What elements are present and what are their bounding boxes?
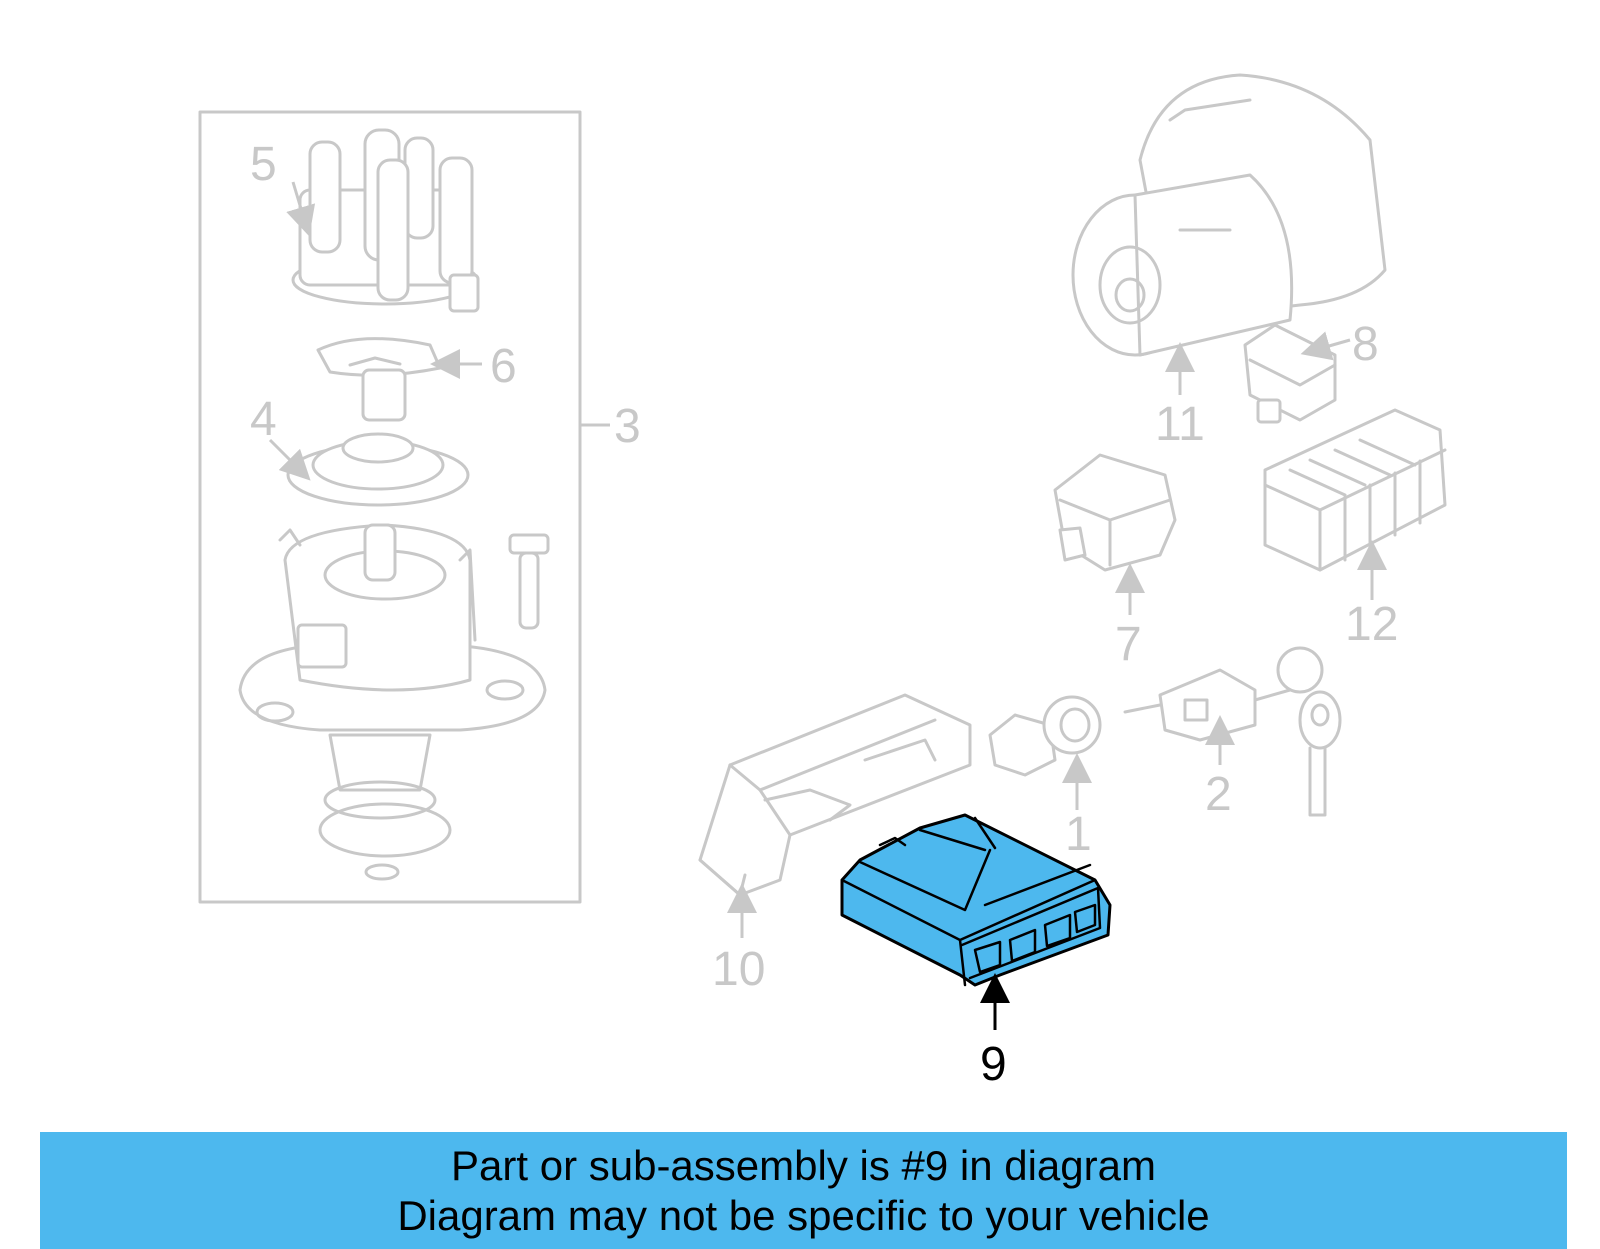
relay-block-12-drawing <box>1263 408 1447 572</box>
callout-9: 9 <box>980 1038 1007 1091</box>
lock-cylinder-2-drawing <box>1123 646 1342 817</box>
distributor-assembly-group <box>198 110 610 904</box>
caption-bar: Part or sub-assembly is #9 in diagram Di… <box>40 1132 1567 1249</box>
caption-line-1: Part or sub-assembly is #9 in diagram <box>451 1141 1156 1189</box>
caption-line-2: Diagram may not be specific to your vehi… <box>397 1191 1210 1239</box>
rotor-drawing <box>316 337 442 422</box>
callout-4: 4 <box>250 393 277 446</box>
dust-shield-drawing <box>286 432 470 507</box>
relay-7-drawing <box>1053 453 1177 572</box>
callout-5: 5 <box>250 138 277 191</box>
callout-8: 8 <box>1352 318 1379 371</box>
callout-2: 2 <box>1205 768 1232 821</box>
callout-12: 12 <box>1345 598 1398 651</box>
callout-1: 1 <box>1065 808 1092 861</box>
starter-motor-drawing <box>1071 73 1387 357</box>
leader-line-4 <box>268 438 311 481</box>
distributor-assembly-frame <box>198 110 582 904</box>
distributor-cap-drawing <box>291 128 480 313</box>
o-ring-large <box>318 802 452 858</box>
leader-line-8 <box>1300 331 1351 361</box>
switch-1-drawing <box>988 695 1102 777</box>
callout-6: 6 <box>490 340 517 393</box>
callout-7: 7 <box>1115 618 1142 671</box>
callout-10: 10 <box>712 943 765 996</box>
callout-3: 3 <box>614 400 641 453</box>
distributor-housing-drawing <box>238 523 547 820</box>
o-ring-small <box>364 863 400 881</box>
ecu-module-9-drawing[interactable] <box>840 813 1112 987</box>
callout-11: 11 <box>1155 398 1205 451</box>
relay-8-drawing <box>1243 323 1337 424</box>
screw-drawing <box>508 533 550 630</box>
leader-line-5 <box>286 181 316 237</box>
